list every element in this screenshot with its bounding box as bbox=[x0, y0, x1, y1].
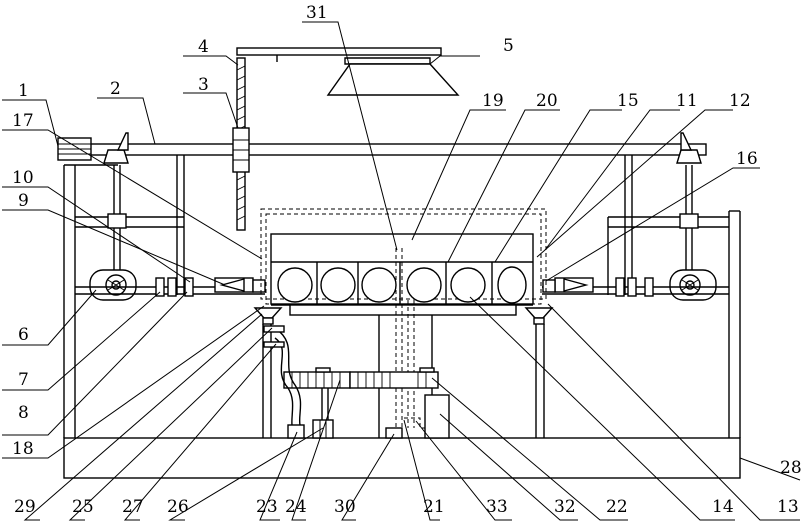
callout-17: 17 bbox=[12, 111, 34, 131]
callout-28: 28 bbox=[780, 458, 802, 478]
callout-23: 23 bbox=[256, 497, 278, 517]
callout-12: 12 bbox=[729, 91, 751, 111]
callout-5: 5 bbox=[503, 36, 514, 56]
callout-29: 29 bbox=[14, 497, 36, 517]
callout-31: 31 bbox=[306, 3, 328, 23]
callout-33: 33 bbox=[486, 497, 508, 517]
callout-6: 6 bbox=[18, 325, 29, 345]
callout-32: 32 bbox=[554, 497, 576, 517]
gear-train bbox=[284, 368, 438, 420]
top-rail bbox=[58, 138, 706, 165]
callout-9: 9 bbox=[18, 191, 29, 211]
callout-25: 25 bbox=[72, 497, 94, 517]
callout-8: 8 bbox=[18, 403, 29, 423]
callout-16: 16 bbox=[736, 149, 758, 169]
callout-3: 3 bbox=[198, 75, 209, 95]
callout-30: 30 bbox=[334, 497, 356, 517]
callout-1: 1 bbox=[18, 81, 29, 101]
callout-10: 10 bbox=[12, 168, 34, 188]
callout-4: 4 bbox=[198, 37, 209, 57]
callout-21: 21 bbox=[423, 497, 445, 517]
callout-13: 13 bbox=[777, 497, 799, 517]
callout-2: 2 bbox=[110, 79, 121, 99]
callout-18: 18 bbox=[12, 439, 34, 459]
callout-20: 20 bbox=[536, 91, 558, 111]
callout-22: 22 bbox=[606, 497, 628, 517]
lamp-assembly bbox=[233, 48, 458, 230]
callout-19: 19 bbox=[482, 91, 504, 111]
right-spray-assembly bbox=[608, 133, 729, 300]
callout-27: 27 bbox=[122, 497, 144, 517]
callout-15: 15 bbox=[617, 91, 639, 111]
callout-7: 7 bbox=[18, 370, 29, 390]
callout-24: 24 bbox=[285, 497, 307, 517]
callout-26: 26 bbox=[167, 497, 189, 517]
callout-11: 11 bbox=[676, 91, 698, 111]
callout-14: 14 bbox=[712, 497, 734, 517]
